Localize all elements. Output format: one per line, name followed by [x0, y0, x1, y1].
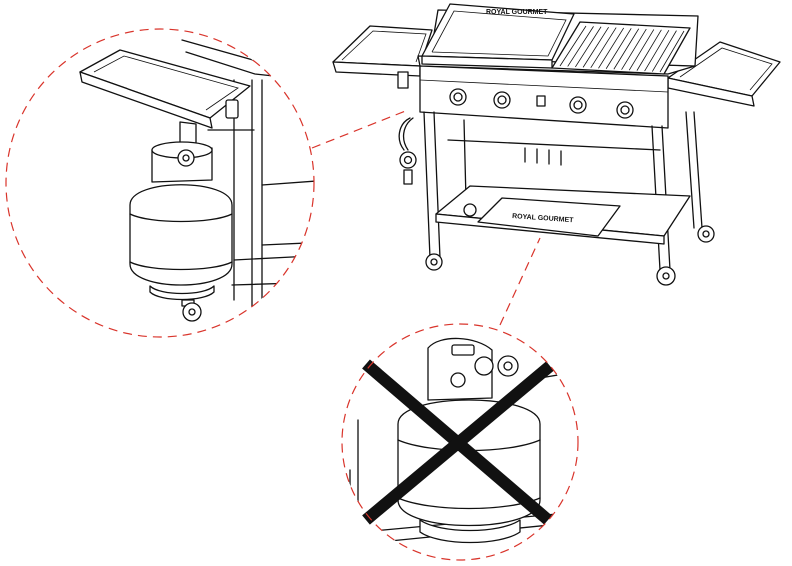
right-side-shelf: [667, 41, 781, 107]
utensil-hooks: [447, 139, 661, 166]
propane-tank-icon: [129, 141, 233, 301]
grill-grate: [551, 21, 691, 75]
regulator-hose: [397, 71, 417, 185]
left-side-shelf: [332, 25, 433, 77]
caster-wheel-icon: [463, 203, 477, 217]
grate-bar: [613, 28, 640, 70]
control-knob-icon[interactable]: [493, 91, 511, 109]
grate-bar: [590, 27, 617, 69]
control-knob-icon[interactable]: [616, 101, 634, 119]
griddle-plate: ROYAL GOURMET: [421, 3, 575, 69]
caster-wheel-icon: [425, 253, 443, 271]
grate-bar: [605, 28, 632, 69]
grate-bar: [621, 28, 647, 70]
grate-bar: [559, 25, 587, 67]
caster-wheel-icon: [181, 299, 202, 322]
propane-tank-icon: [397, 337, 541, 544]
grill-illustration: ROYAL GOURMET: [332, 3, 781, 286]
control-knob-icon[interactable]: [449, 88, 467, 106]
svg-text:ROYAL GOURMET: ROYAL GOURMET: [512, 213, 575, 224]
grate-bar: [598, 27, 625, 69]
prohibited-x-mark-icon: [362, 359, 554, 525]
grate-bar: [628, 29, 655, 71]
grate-bar: [659, 30, 685, 73]
grate-bar: [636, 29, 662, 71]
caster-wheel-icon: [656, 266, 676, 286]
control-panel: [449, 88, 634, 119]
callout-incorrect: [341, 323, 579, 561]
caster-wheel-icon: [697, 225, 715, 243]
callout-correct: [5, 28, 315, 338]
brand-label: ROYAL GOURMET: [486, 9, 548, 16]
control-knob-icon[interactable]: [569, 96, 587, 114]
grate-bar: [575, 26, 602, 68]
grate-bar: [651, 30, 677, 72]
grate-bar: [582, 26, 609, 68]
grate-bar: [644, 30, 670, 72]
cart-frame: ROYAL GOURMET: [423, 111, 703, 271]
grate-bar: [567, 26, 594, 67]
regulator-icon: [474, 356, 494, 376]
callout-leaders: [311, 109, 541, 326]
igniter-button-icon[interactable]: [536, 95, 546, 107]
